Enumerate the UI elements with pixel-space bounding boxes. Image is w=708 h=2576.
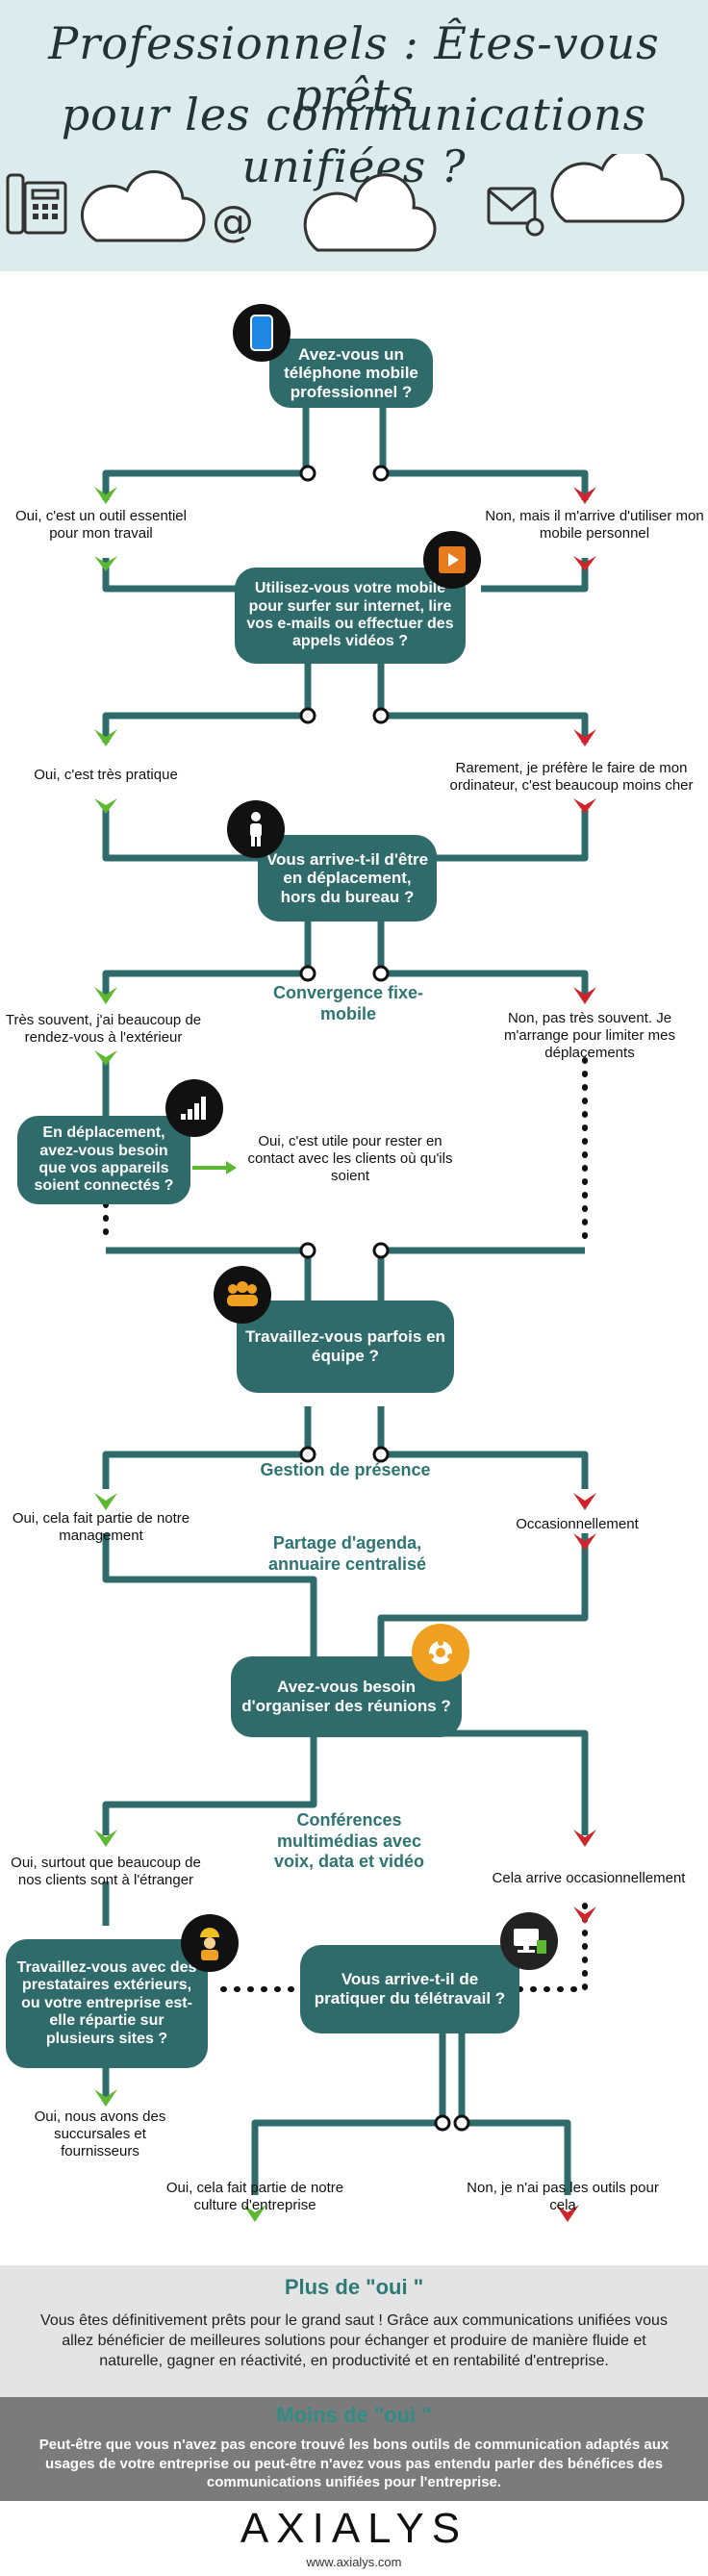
answer-q8-yes: Oui, cela fait partie de notre culture d… (165, 2180, 344, 2213)
envelope-icon (487, 187, 544, 237)
meeting-icon (412, 1624, 469, 1681)
answer-q2-no: Rarement, je préfère le faire de mon ord… (449, 760, 694, 794)
topic-convergence: Convergence fixe-mobile (272, 983, 424, 1023)
flowchart-connectors (94, 404, 596, 2222)
answer-q7: Oui, nous avons des succursales et fourn… (34, 2109, 166, 2159)
question-mobile-phone: Avez-vous un téléphone mobile profession… (269, 339, 433, 408)
question-prestataires: Travaillez-vous avec des prestataires ex… (6, 1939, 208, 2068)
question-connected-devices: En déplacement, avez-vous besoin que vos… (17, 1116, 190, 1204)
answer-q8-no: Non, je n'ai pas les outils pour cela (467, 2180, 659, 2213)
header-icons: @ (6, 154, 685, 252)
moins-de-oui-section: Moins de "oui " Peut-être que vous n'ave… (0, 2397, 708, 2501)
question-team-work: Travaillez-vous parfois en équipe ? (237, 1301, 454, 1393)
worker-icon (181, 1914, 239, 1972)
smartphone-icon (233, 304, 291, 362)
answer-q5-no: Occasionnellement (516, 1516, 639, 1532)
answer-q3-yes: Très souvent, j'ai beaucoup de rendez-vo… (5, 1012, 202, 1046)
plus-de-oui-title: Plus de "oui " (284, 2275, 424, 2299)
moins-de-oui-text: Peut-être que vous n'avez pas encore tro… (38, 2437, 670, 2490)
answer-q1-no: Non, mais il m'arrive d'utiliser mon mob… (485, 508, 704, 542)
footer-url[interactable]: www.axialys.com (306, 2555, 402, 2569)
plus-de-oui-section: Plus de "oui " Vous êtes définitivement … (0, 2265, 708, 2397)
title-line-2: pour les communications unifiées ? (61, 88, 647, 192)
moins-de-oui-title: Moins de "oui " (276, 2403, 432, 2427)
answer-q2-yes: Oui, c'est très pratique (34, 767, 178, 783)
answer-q6-yes: Oui, surtout que beaucoup de nos clients… (11, 1855, 201, 1888)
answer-q1-yes: Oui, c'est un outil essentiel pour mon t… (15, 508, 187, 542)
topic-conferences: Conférences multimédias avec voix, data … (273, 1810, 425, 1872)
video-film-icon (423, 531, 481, 589)
answer-q3-no: Non, pas très souvent. Je m'arrange pour… (504, 1010, 675, 1061)
answer-q5-yes: Oui, cela fait partie de notre managemen… (12, 1510, 190, 1544)
at-sign-icon: @ (212, 197, 254, 246)
header-banner: Professionnels : Êtes-vous prêts pour le… (0, 0, 708, 271)
question-mobile-internet: Utilisez-vous votre mobile pour surfer s… (235, 568, 466, 664)
team-icon (214, 1266, 271, 1324)
person-icon (227, 800, 285, 858)
question-deplacement: Vous arrive-t-il d'être en déplacement, … (258, 835, 437, 922)
answer-q6-no: Cela arrive occasionnellement (492, 1870, 686, 1886)
question-teletravail: Vous arrive-t-il de pratiquer du télétra… (300, 1945, 519, 2033)
signal-bars-icon (165, 1079, 223, 1137)
plus-de-oui-text: Vous êtes définitivement prêts pour le g… (40, 2312, 668, 2369)
home-office-icon (500, 1912, 558, 1970)
topic-presence: Gestion de présence (260, 1460, 431, 1479)
footer: AXIALYS www.axialys.com (0, 2501, 708, 2576)
answer-q4: Oui, c'est utile pour rester en contact … (247, 1133, 453, 1184)
topic-agenda: Partage d'agenda, annuaire centralisé (267, 1533, 427, 1574)
cloud-icon (550, 154, 685, 223)
cloud-icon (80, 170, 206, 242)
footer-brand-logo: AXIALYS (240, 2505, 468, 2552)
fax-icon (6, 173, 67, 235)
cloud-icon (303, 173, 437, 252)
title-line-1: Professionnels : Êtes-vous prêts (48, 17, 660, 121)
